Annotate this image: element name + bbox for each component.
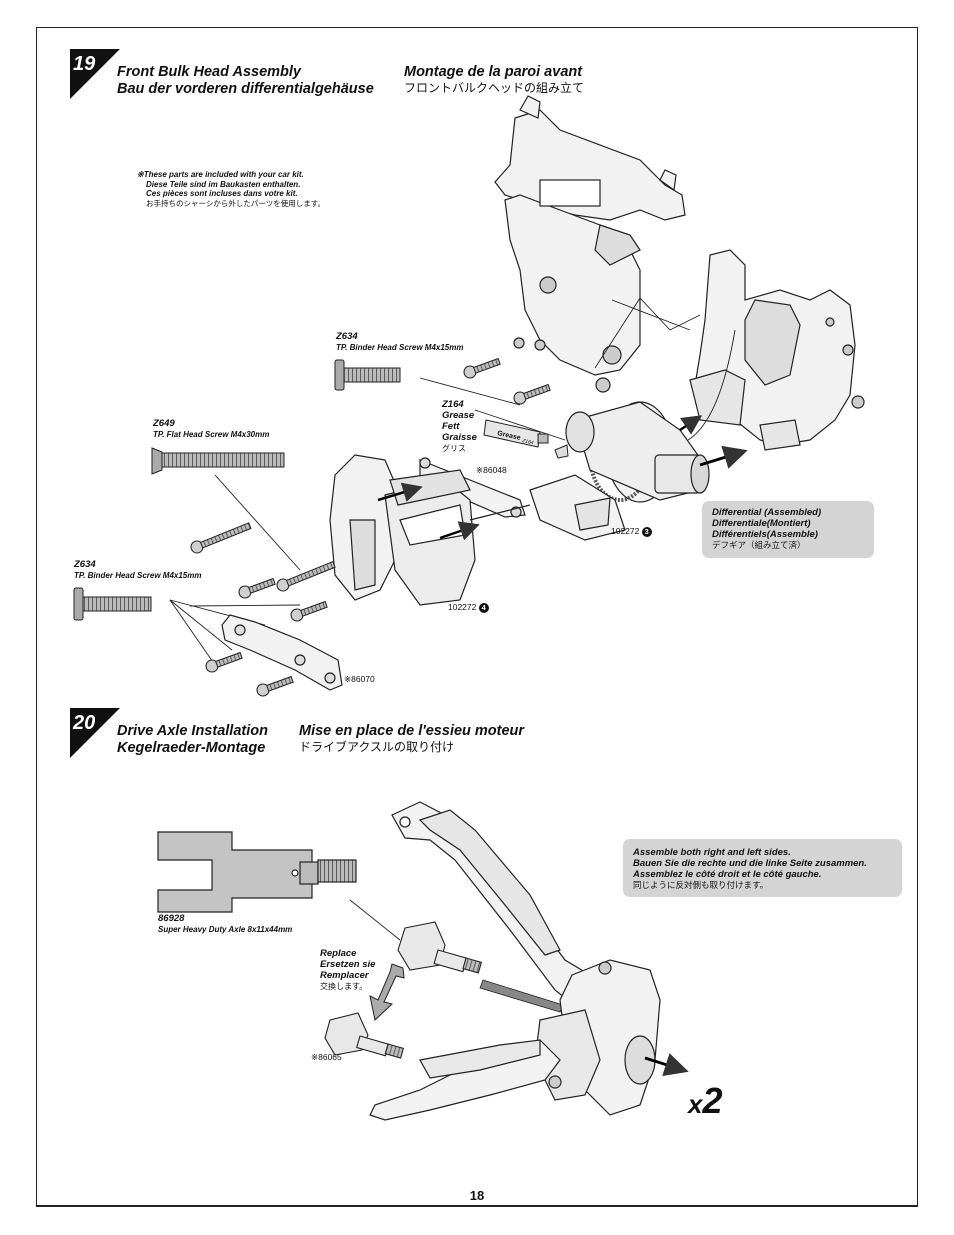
screw-z634-left-icon xyxy=(73,587,152,621)
step-20-title-en: Drive Axle Installation xyxy=(117,723,268,739)
grease-tube-label: Grease xyxy=(497,430,522,442)
grease-label: Z164 Grease Fett Graisse グリス xyxy=(442,399,477,454)
lower-bulkhead-drawing xyxy=(329,454,626,606)
step-19-title-en: Front Bulk Head Assembly xyxy=(117,64,301,80)
kit-note-jp: お手持ちのシャーシから外したパーツを使用します。 xyxy=(146,198,325,208)
diff-de: Differentiale(Montiert) xyxy=(712,518,811,529)
assemble-info-box: Assemble both right and left sides. Baue… xyxy=(623,839,902,897)
step-19-title-alt: Montage de la paroi avant フロントバルクヘッドの組み立… xyxy=(404,64,584,96)
part-code: 86928 xyxy=(158,913,185,924)
grease-de: Fett xyxy=(442,421,460,432)
part-label-z634-top: Z634 TP. Binder Head Screw M4x15mm xyxy=(336,331,463,353)
step-20-title-alt: Mise en place de l'essieu moteur ドライブアクス… xyxy=(299,723,524,755)
step-19-title-fr: Montage de la paroi avant xyxy=(404,64,583,80)
step-19-title-jp: フロントバルクヘッドの組み立て xyxy=(404,81,585,95)
kit-note-en: ※These parts are included with your car … xyxy=(137,170,304,179)
upper-bulkhead-drawing xyxy=(494,95,686,393)
ref-code: 102272 xyxy=(448,602,477,612)
grease-en: Grease xyxy=(442,410,475,421)
step-badge-shape xyxy=(70,708,120,758)
assemble-de: Bauen Sie die rechte und die linke Seite… xyxy=(633,858,867,869)
page-number: 18 xyxy=(469,1188,485,1203)
new-axle-drawing xyxy=(397,921,483,974)
part-code: Z649 xyxy=(153,418,175,429)
replace-label: Replace Ersetzen sie Remplacer 交換します。 xyxy=(320,948,375,992)
ref-102272-3: 102272 3 xyxy=(611,526,652,537)
part-code: Z634 xyxy=(336,331,358,342)
grease-tube-drawing: Grease Z164 xyxy=(483,419,569,459)
step-19-title-de: Bau der vorderen differentialgehäuse xyxy=(117,81,374,97)
kit-note-de: Diese Teile sind im Baukasten enthalten. xyxy=(146,179,301,189)
step-19-number: 19 xyxy=(73,53,96,75)
screw-z634-top-icon xyxy=(334,359,401,391)
replace-de: Ersetzen sie xyxy=(320,959,376,970)
ref-86048: ※86048 xyxy=(476,465,507,475)
step-19-badge: 19 xyxy=(70,49,120,99)
exploded-screws xyxy=(190,357,551,697)
replace-fr: Remplacer xyxy=(320,970,369,981)
step-20-title: Drive Axle Installation Kegelraeder-Mont… xyxy=(117,723,268,757)
step-20-title-jp: ドライブアクスルの取り付け xyxy=(299,740,455,754)
assemble-jp: 同じように反対側も取り付けます。 xyxy=(633,880,769,890)
grease-fr: Graisse xyxy=(442,432,477,443)
part-name: TP. Binder Head Screw M4x15mm xyxy=(74,571,202,580)
step-19-title: Front Bulk Head Assembly Bau der vordere… xyxy=(117,64,374,98)
diff-en: Differential (Assembled) xyxy=(712,507,822,518)
multiplier-x: x xyxy=(688,1089,703,1119)
ref-86065: ※86065 xyxy=(311,1052,342,1062)
quantity-multiplier: x2 xyxy=(688,1083,723,1122)
kit-note-fr: Ces pièces sont incluses dans votre kit. xyxy=(146,189,298,198)
ref-code: 102272 xyxy=(611,526,640,536)
kit-note: ※These parts are included with your car … xyxy=(137,170,325,208)
suspension-arm-drawing xyxy=(369,801,689,1121)
axle-leader-line xyxy=(349,899,401,941)
diff-jp: デフギア（組み立て済） xyxy=(712,540,806,550)
step-20-title-fr: Mise en place de l'essieu moteur xyxy=(299,723,525,739)
replace-jp: 交換します。 xyxy=(320,982,368,991)
suspension-mount-drawing xyxy=(221,614,343,691)
differential-drawing xyxy=(565,401,748,503)
insertion-guide xyxy=(479,979,564,1013)
old-axle-drawing xyxy=(324,1012,405,1059)
step-20-badge: 20 xyxy=(70,708,120,758)
part-label-z634-left: Z634 TP. Binder Head Screw M4x15mm xyxy=(74,559,201,581)
part-code: Z634 xyxy=(74,559,96,570)
diff-fr: Différentiels(Assemble) xyxy=(712,529,818,540)
ref-102272-4: 102272 4 xyxy=(448,602,489,613)
step-badge-shape xyxy=(70,49,120,99)
ref-circle-number: 3 xyxy=(641,527,652,537)
grease-tube-code: Z164 xyxy=(521,438,535,446)
grease-code: Z164 xyxy=(442,399,464,410)
screw-z649-icon xyxy=(151,447,285,475)
assemble-en: Assemble both right and left sides. xyxy=(633,847,791,858)
part-name: TP. Flat Head Screw M4x30mm xyxy=(153,430,270,439)
part-name: Super Heavy Duty Axle 8x11x44mm xyxy=(158,925,293,934)
grease-jp: グリス xyxy=(442,444,466,453)
gearbox-housing-drawing xyxy=(689,249,865,451)
multiplier-n: 2 xyxy=(702,1080,723,1121)
assemble-fr: Assemblez le côté droit et le côté gauch… xyxy=(633,869,822,880)
ref-circle-number: 4 xyxy=(478,603,489,613)
ref-86070: ※86070 xyxy=(344,674,375,684)
step-20-number: 20 xyxy=(73,712,96,734)
step-20-title-de: Kegelraeder-Montage xyxy=(117,740,266,756)
part-label-z649: Z649 TP. Flat Head Screw M4x30mm xyxy=(153,418,269,440)
part-name: TP. Binder Head Screw M4x15mm xyxy=(336,343,464,352)
replace-arrow-icon xyxy=(369,963,405,1021)
differential-info-box: Differential (Assembled) Differentiale(M… xyxy=(702,501,874,558)
part-label-86928: 86928 Super Heavy Duty Axle 8x11x44mm xyxy=(158,913,292,935)
page-frame xyxy=(36,27,918,1207)
replace-en: Replace xyxy=(320,948,357,959)
axle-sample-icon xyxy=(157,831,357,913)
